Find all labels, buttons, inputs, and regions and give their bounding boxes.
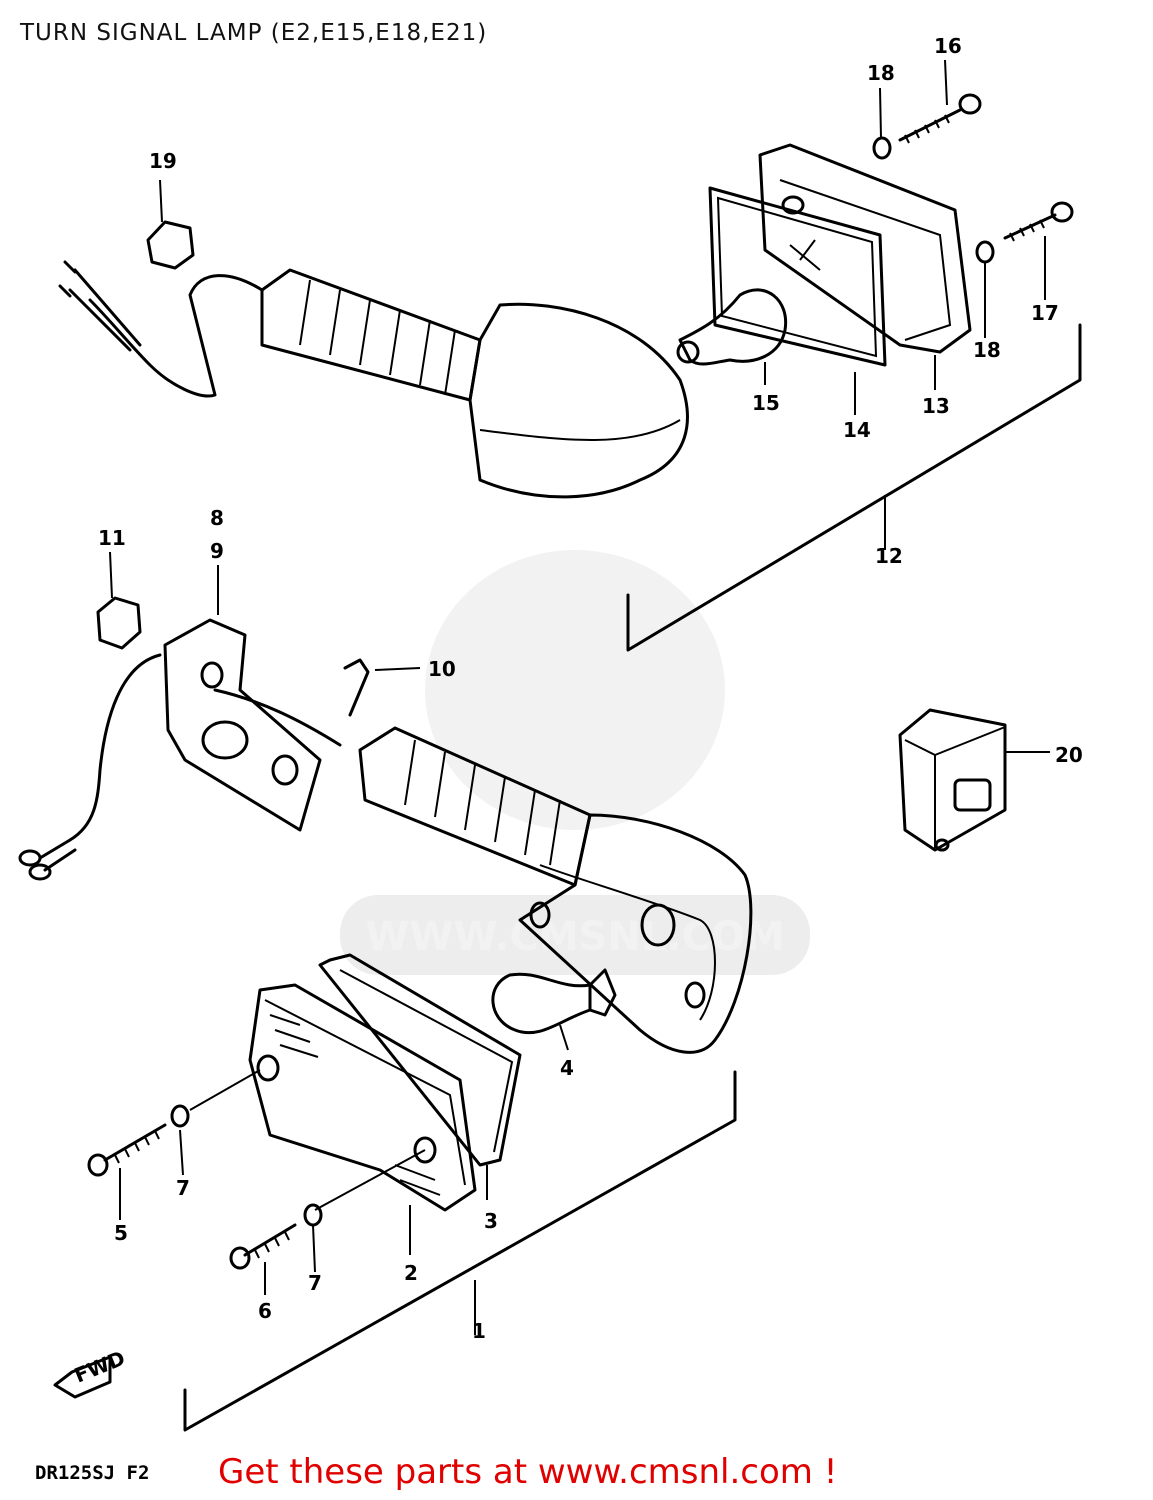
callout-1: 1 — [472, 1319, 486, 1343]
callout-5: 5 — [114, 1221, 128, 1245]
callout-12: 12 — [875, 544, 903, 568]
callout-7-right: 7 — [308, 1271, 322, 1295]
screw-10 — [343, 658, 370, 717]
callout-3: 3 — [484, 1209, 498, 1233]
callout-9: 9 — [210, 539, 224, 563]
callout-18-top: 18 — [867, 61, 895, 85]
callout-11: 11 — [98, 526, 126, 550]
washer-7-left — [170, 1104, 190, 1128]
gasket-3 — [318, 953, 522, 1167]
screw-17 — [1003, 213, 1057, 240]
callout-7-left: 7 — [176, 1176, 190, 1200]
callout-16: 16 — [934, 34, 962, 58]
fwd-label: FWD — [71, 1346, 129, 1388]
screw-6 — [243, 1223, 297, 1257]
callout-20: 20 — [1055, 743, 1083, 767]
lens-13 — [758, 143, 972, 354]
nut-11 — [96, 596, 142, 650]
diagram-title: TURN SIGNAL LAMP (E2,E15,E18,E21) — [20, 20, 488, 46]
screw-5 — [103, 1123, 167, 1162]
callout-6: 6 — [258, 1299, 272, 1323]
callout-2: 2 — [404, 1261, 418, 1285]
callout-17: 17 — [1031, 301, 1059, 325]
watermark-text: WWW.CMSNL.COM — [365, 914, 785, 960]
callout-15: 15 — [752, 391, 780, 415]
callout-13: 13 — [922, 394, 950, 418]
washer-18-side — [975, 240, 995, 264]
promo-link[interactable]: Get these parts at www.cmsnl.com ! — [218, 1452, 838, 1492]
relay-20 — [898, 708, 1007, 852]
screw-16 — [898, 108, 962, 142]
bracket-8-9 — [163, 618, 322, 832]
upper-lamp-assembly — [58, 59, 1082, 652]
lower-lamp-assembly — [18, 551, 1050, 1432]
callout-19: 19 — [149, 149, 177, 173]
bulb-4 — [491, 968, 617, 1035]
fwd-arrow-icon: FWD — [53, 1346, 129, 1399]
callout-8: 8 — [210, 506, 224, 530]
callout-4: 4 — [560, 1056, 574, 1080]
model-code: DR125SJ F2 — [35, 1462, 150, 1484]
callout-10: 10 — [428, 657, 456, 681]
gasket-14 — [708, 186, 887, 367]
bulb-15 — [676, 288, 788, 366]
washer-18-top — [872, 136, 892, 160]
callout-labels: 1 2 3 4 5 6 7 7 8 9 10 11 12 13 14 15 16… — [98, 34, 1083, 1343]
watermark: WWW.CMSNL.COM — [340, 550, 810, 975]
callout-14: 14 — [843, 418, 871, 442]
lens-2 — [248, 983, 477, 1212]
callout-18-side: 18 — [973, 338, 1001, 362]
nut-19 — [146, 220, 195, 270]
